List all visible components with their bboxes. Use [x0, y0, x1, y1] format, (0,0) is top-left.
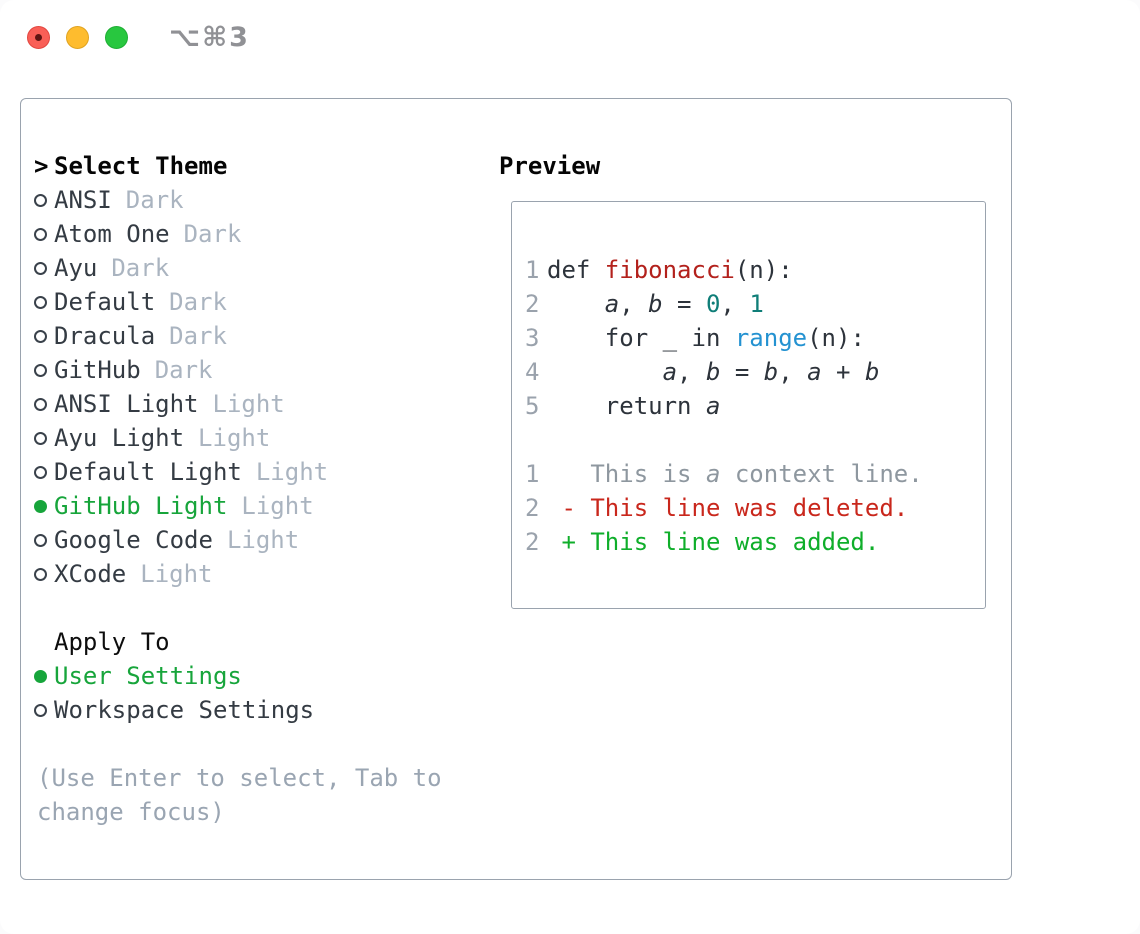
theme-option-github-dark[interactable]: GitHub Dark — [34, 353, 442, 387]
titlebar: ⌥⌘3 — [0, 0, 1140, 74]
theme-variant: Light — [212, 390, 285, 418]
theme-option-dracula-dark[interactable]: Dracula Dark — [34, 319, 442, 353]
theme-name: ANSI — [54, 186, 112, 214]
record-dot-icon — [35, 34, 42, 41]
radio-icon — [34, 533, 54, 547]
line-number: 1 — [525, 460, 540, 488]
radio-user-settings[interactable]: User Settings — [34, 659, 442, 693]
theme-variant: Light — [255, 458, 329, 486]
theme-variant: Light — [241, 492, 314, 520]
theme-name: GitHub Light — [54, 492, 228, 520]
code-line: 1 def fibonacci(n): — [525, 256, 793, 284]
preview-box: 1 def fibonacci(n): 2 a, b = 0, 1 3 for … — [511, 201, 986, 609]
line-number: 1 — [525, 256, 540, 284]
radio-icon — [34, 193, 54, 207]
theme-option-xcode-light[interactable]: XCode Light — [34, 557, 442, 591]
theme-option-ayu-light[interactable]: Ayu Light Light — [34, 421, 442, 455]
radio-icon — [34, 261, 54, 275]
hint-text-line1: (Use Enter to select, Tab to — [37, 764, 442, 792]
theme-variant: Dark — [183, 220, 242, 248]
preview-title: Preview — [499, 152, 601, 180]
window-shortcut-label: ⌥⌘3 — [169, 22, 250, 53]
select-theme-header: > Select Theme — [34, 149, 442, 183]
radio-icon — [34, 295, 54, 309]
code-line: 3 for _ in range(n): — [525, 324, 865, 352]
apply-to-title: Apply To — [54, 628, 170, 656]
theme-name: ANSI Light — [54, 390, 199, 418]
theme-variant: Light — [198, 424, 271, 452]
radio-workspace-settings[interactable]: Workspace Settings — [34, 693, 442, 727]
theme-option-default-dark[interactable]: Default Dark — [34, 285, 442, 319]
radio-icon — [34, 397, 54, 411]
theme-name: GitHub — [54, 356, 141, 384]
theme-option-github-light[interactable]: GitHub Light Light — [34, 489, 442, 523]
theme-variant: Dark — [111, 254, 170, 282]
theme-picker-panel: > Select Theme ANSI Dark Atom One Dark A… — [20, 98, 1012, 880]
radio-icon — [34, 329, 54, 343]
theme-name: Default — [54, 288, 156, 316]
prompt-icon: > — [34, 152, 49, 180]
theme-variant: Dark — [169, 288, 227, 316]
apply-to-header: Apply To — [34, 625, 442, 659]
select-theme-title: Select Theme — [54, 152, 228, 180]
theme-option-atom-one-dark[interactable]: Atom One Dark — [34, 217, 442, 251]
theme-variant: Dark — [154, 356, 213, 384]
code-line: 4 a, b = b, a + b — [525, 358, 880, 386]
theme-name: Ayu Light — [54, 424, 185, 452]
theme-name: Dracula — [54, 322, 156, 350]
diff-deleted-line: 2 - This line was deleted. — [525, 494, 909, 522]
maximize-button[interactable] — [105, 26, 128, 49]
line-number: 3 — [525, 324, 540, 352]
line-number: 2 — [525, 494, 540, 522]
theme-name: Default Light — [54, 458, 242, 486]
theme-list: > Select Theme ANSI Dark Atom One Dark A… — [34, 149, 442, 829]
radio-icon — [34, 363, 54, 377]
theme-option-ayu-dark[interactable]: Ayu Dark — [34, 251, 442, 285]
option-label: Workspace Settings — [54, 696, 315, 724]
theme-option-ansi-light[interactable]: ANSI Light Light — [34, 387, 442, 421]
radio-icon — [34, 431, 54, 445]
line-number: 4 — [525, 358, 540, 386]
theme-option-ansi-dark[interactable]: ANSI Dark — [34, 183, 442, 217]
line-number: 2 — [525, 528, 540, 556]
radio-selected-icon — [34, 669, 54, 683]
theme-option-google-code-light[interactable]: Google Code Light — [34, 523, 442, 557]
radio-icon — [34, 227, 54, 241]
theme-variant: Light — [140, 560, 213, 588]
preview-header: Preview — [499, 149, 600, 183]
hint-text-line2: change focus) — [37, 798, 225, 826]
theme-variant: Light — [226, 526, 300, 554]
theme-name: XCode — [54, 560, 127, 588]
theme-variant: Dark — [125, 186, 184, 214]
diff-added-line: 2 + This line was added. — [525, 528, 880, 556]
theme-option-default-light[interactable]: Default Light Light — [34, 455, 442, 489]
code-preview: 1 def fibonacci(n): 2 a, b = 0, 1 3 for … — [525, 253, 923, 559]
radio-icon — [34, 465, 54, 479]
option-label: User Settings — [54, 662, 242, 690]
theme-variant: Dark — [169, 322, 227, 350]
theme-name: Ayu — [54, 254, 98, 282]
radio-icon — [34, 567, 54, 581]
line-number: 2 — [525, 290, 540, 318]
close-button[interactable] — [27, 26, 50, 49]
theme-name: Atom One — [54, 220, 170, 248]
line-number: 5 — [525, 392, 540, 420]
minimize-button[interactable] — [66, 26, 89, 49]
code-line: 5 return a — [525, 392, 721, 420]
code-line: 2 a, b = 0, 1 — [525, 290, 764, 318]
diff-context-line: 1 This is a context line. — [525, 460, 923, 488]
radio-icon — [34, 703, 54, 717]
theme-name: Google Code — [54, 526, 213, 554]
radio-selected-icon — [34, 499, 54, 513]
